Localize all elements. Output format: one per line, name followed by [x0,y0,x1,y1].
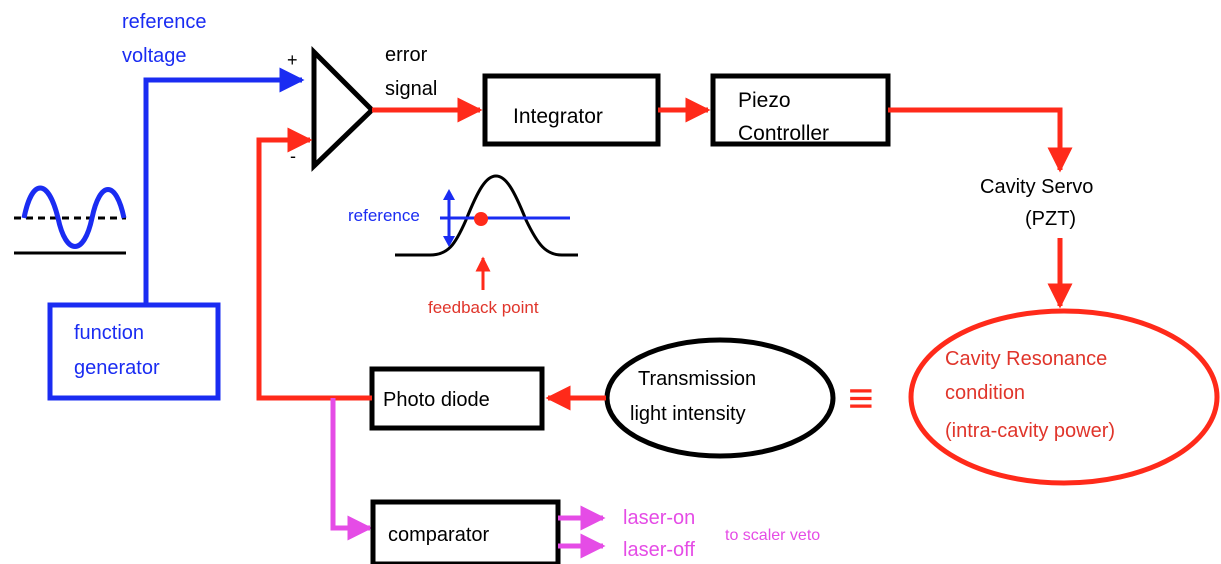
transmission-label-line2: light intensity [630,403,746,425]
laser-on-label: laser-on [623,507,695,529]
inset-arrow-up [443,189,455,200]
function-generator-box [47,302,221,401]
cavity-servo-label-line2: (PZT) [1025,208,1076,230]
transmission-label-line1: Transmission [638,368,756,390]
cavity-servo-label-line1: Cavity Servo [980,176,1093,198]
feedback-point-dot [474,212,488,226]
comparator-box [370,499,561,564]
laser-off-label: laser-off [623,539,695,561]
feedback-wire [256,127,372,401]
differential-amplifier [311,45,376,172]
reference-voltage-wire [143,67,305,305]
photo-diode-label: Photo diode [383,389,490,411]
reference-voltage-label-line2: voltage [122,45,187,67]
resonance-peak-curve [395,174,578,257]
integrator-label: Integrator [513,105,603,128]
plus-input-sign: + [287,50,298,70]
equivalence-symbol: ≡ [848,374,874,423]
to-scaler-veto-label: to scaler veto [725,527,820,544]
piezo-controller-label-line1: Piezo [738,89,791,112]
photodiode-to-comparator-wire [330,398,373,541]
minus-input-sign: - [290,146,296,166]
cavity-resonance-ellipse [908,308,1220,486]
comparator-label: comparator [388,524,489,546]
reference-voltage-label-line1: reference [122,11,207,33]
inset-arrow-down [443,236,455,247]
piezo-controller-label-line2: Controller [738,122,829,145]
inset-reference-label: reference [348,206,420,225]
transmission-light-ellipse [604,337,836,459]
cavity-resonance-label-line3: (intra-cavity power) [945,420,1115,442]
function-generator-label-line1: function [74,322,144,344]
error-signal-label-line1: error [385,44,428,66]
feedback-point-label: feedback point [428,298,539,317]
sine-wave-icon [14,185,127,255]
piezo-to-servo-wire [888,107,1073,173]
resonance-peak-inset: reference feedback point [348,174,578,317]
cavity-resonance-label-line1: Cavity Resonance [945,348,1107,370]
function-generator-label-line2: generator [74,357,160,379]
error-signal-label-line2: signal [385,78,437,100]
cavity-resonance-label-line2: condition [945,382,1025,404]
